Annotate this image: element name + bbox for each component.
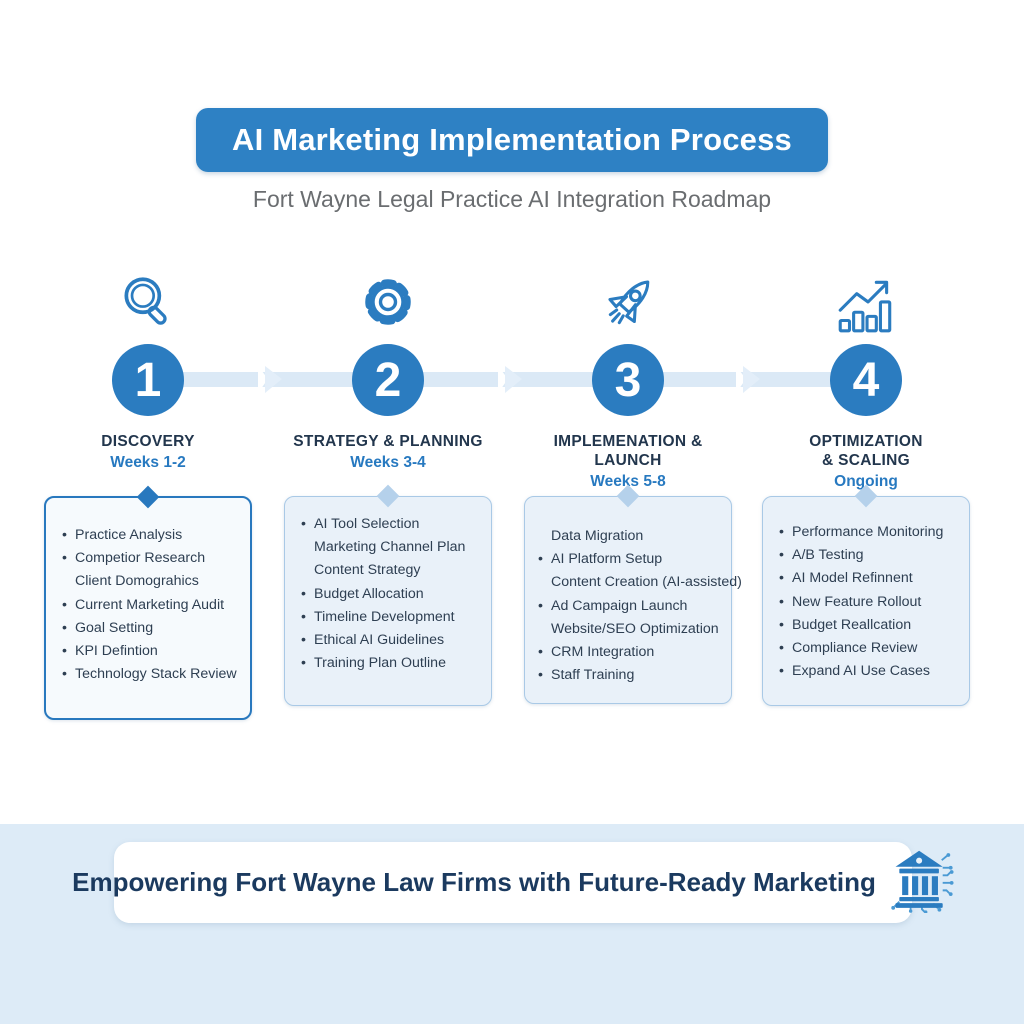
step-2-number: 2: [352, 344, 424, 416]
step-4-title: OPTIMIZATION & SCALING: [809, 433, 923, 469]
card-list-item: Website/SEO Optimization: [551, 620, 719, 637]
card-list-item: Content Creation (AI-assisted): [551, 574, 742, 591]
step-4-column: OPTIMIZATION & SCALING Ongoing Performan…: [760, 432, 972, 706]
card-list-item: A/B Testing: [779, 544, 963, 567]
card-list-item: Client Domograhics: [75, 573, 199, 590]
step-1-card: Practice AnalysisCompetior ResearchClien…: [44, 485, 252, 720]
card-list-item: Performance Monitoring: [779, 521, 963, 544]
card-list-item: CRM Integration: [538, 641, 727, 664]
card-list-item: AI Model Refinnent: [779, 567, 963, 590]
courthouse-circuit-icon: [888, 847, 954, 918]
card-list-item: Timeline Development: [301, 606, 485, 629]
card-list-item: Compliance Review: [779, 637, 963, 660]
rocket-icon: [592, 268, 664, 340]
step-1-column: DISCOVERY Weeks 1-2 Practice AnalysisCom…: [42, 432, 254, 720]
growth-chart-icon: [830, 268, 902, 340]
card-list-item: New Feature Rollout: [779, 591, 963, 614]
flow-arrow-icon: [258, 366, 284, 393]
card-list-item: KPI Defintion: [62, 640, 244, 663]
card-list-item: Ethical AI Guidelines: [301, 629, 485, 652]
card-list-item: Expand AI Use Cases: [779, 660, 963, 683]
card-list-item: Competior Research: [62, 547, 244, 570]
step-3-column: IMPLEMENATION & LAUNCH Weeks 5-8 Data Mi…: [522, 432, 742, 704]
footer-banner: Empowering Fort Wayne Law Firms with Fut…: [72, 842, 954, 923]
card-list-item: Budget Reallcation: [779, 614, 963, 637]
card-list-item: Goal Setting: [62, 617, 244, 640]
step-4-number: 4: [830, 344, 902, 416]
page-title: AI Marketing Implementation Process: [196, 108, 828, 172]
step-4-card: Performance MonitoringA/B TestingAI Mode…: [762, 484, 970, 706]
flow-arrow-icon: [498, 366, 524, 393]
card-list-item: Technology Stack Review: [62, 663, 244, 686]
step-3-duration: Weeks 5-8: [590, 473, 666, 490]
flow-arrow-icon: [736, 366, 762, 393]
step-3-number: 3: [592, 344, 664, 416]
step-1-number: 1: [112, 344, 184, 416]
step-4-task-list: Performance MonitoringA/B TestingAI Mode…: [763, 497, 969, 684]
magnifier-icon: [112, 268, 184, 340]
page-title-text: AI Marketing Implementation Process: [232, 122, 792, 157]
card-list-item: AI Platform Setup: [538, 548, 727, 571]
footer-section: Empowering Fort Wayne Law Firms with Fut…: [0, 824, 1024, 1024]
step-4-duration: Ongoing: [834, 473, 898, 490]
gear-icon: [352, 268, 424, 340]
step-3-title: IMPLEMENATION & LAUNCH: [553, 433, 703, 469]
card-list-item: Marketing Channel Plan: [314, 539, 466, 556]
footer-tagline: Empowering Fort Wayne Law Firms with Fut…: [72, 867, 876, 897]
step-2-title: STRATEGY & PLANNING: [293, 433, 483, 450]
card-list-item: Content Strategy: [314, 562, 421, 579]
step-1-duration: Weeks 1-2: [110, 454, 186, 471]
card-list-item: Data Migration: [551, 528, 644, 544]
page-subtitle: Fort Wayne Legal Practice AI Integration…: [252, 186, 772, 212]
step-2-duration: Weeks 3-4: [350, 454, 426, 471]
card-list-item: Ad Campaign Launch: [538, 595, 727, 618]
step-1-task-list: Practice AnalysisCompetior ResearchClien…: [46, 498, 250, 687]
card-list-item: Practice Analysis: [62, 524, 244, 547]
card-list-item: Training Plan Outline: [301, 652, 485, 675]
card-list-item: Staff Training: [538, 664, 727, 687]
step-2-column: STRATEGY & PLANNING Weeks 3-4 AI Tool Se…: [282, 432, 494, 706]
card-list-item: Budget Allocation: [301, 583, 485, 606]
card-list-item: Current Marketing Audit: [62, 594, 244, 617]
step-1-title: DISCOVERY: [101, 433, 195, 450]
card-list-item: AI Tool Selection: [301, 513, 485, 536]
